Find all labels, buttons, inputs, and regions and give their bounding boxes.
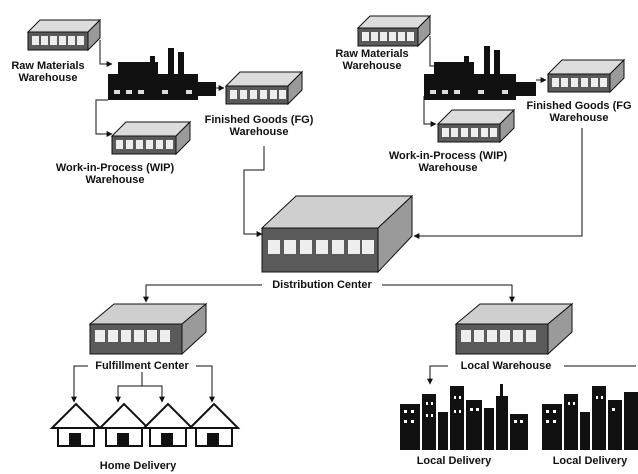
right-wip-warehouse	[436, 108, 516, 144]
right-raw-materials-label: Raw Materials Warehouse	[330, 48, 414, 72]
left-fg-label: Finished Goods (FG) Warehouse	[194, 114, 324, 138]
local-warehouse-building	[454, 302, 574, 356]
local-delivery-left-label: Local Delivery	[416, 455, 492, 467]
city-skyline-left	[400, 384, 528, 450]
right-wip-line-2: Warehouse	[418, 162, 478, 174]
left-raw-materials-line-1: Raw Materials	[11, 60, 85, 72]
left-fg-warehouse	[224, 70, 304, 106]
right-raw-materials-line-1: Raw Materials	[335, 48, 409, 60]
left-wip-line-1: Work-in-Process (WIP)	[55, 162, 175, 174]
right-fg-warehouse	[546, 58, 626, 94]
local-delivery-right-label: Local Delivery	[552, 455, 628, 467]
left-raw-materials-warehouse	[26, 18, 102, 52]
house-4	[187, 402, 241, 447]
local-warehouse-connectors	[427, 365, 636, 385]
right-fg-label: Finished Goods (FG Warehouse	[520, 100, 638, 124]
right-fg-line-1: Finished Goods (FG	[526, 100, 632, 112]
left-fg-line-1: Finished Goods (FG)	[204, 114, 314, 126]
house-2	[97, 402, 151, 447]
house-1	[49, 402, 103, 447]
house-3	[141, 402, 195, 447]
fulfillment-center-label: Fulfillment Center	[88, 360, 196, 372]
left-raw-materials-label: Raw Materials Warehouse	[8, 60, 88, 84]
right-fg-line-2: Warehouse	[549, 112, 609, 124]
left-wip-label: Work-in-Process (WIP) Warehouse	[34, 162, 196, 186]
distribution-center-building	[260, 194, 414, 274]
left-wip-warehouse	[110, 120, 192, 156]
home-delivery-label: Home Delivery	[99, 460, 177, 472]
distribution-center-label: Distribution Center	[262, 279, 382, 291]
left-factory	[108, 48, 216, 100]
right-plant-connectors	[413, 36, 583, 239]
right-wip-line-1: Work-in-Process (WIP)	[388, 150, 508, 162]
fulfillment-connectors	[71, 365, 215, 403]
left-plant-connectors	[95, 40, 265, 237]
fulfillment-center-building	[88, 302, 208, 356]
left-wip-line-2: Warehouse	[85, 174, 145, 186]
left-fg-line-2: Warehouse	[229, 126, 289, 138]
right-factory	[424, 46, 536, 100]
left-raw-materials-line-2: Warehouse	[18, 72, 78, 84]
distribution-connectors	[143, 284, 515, 303]
right-raw-materials-line-2: Warehouse	[342, 60, 402, 72]
city-skyline-right	[542, 386, 638, 450]
local-warehouse-label: Local Warehouse	[448, 360, 564, 372]
right-wip-label: Work-in-Process (WIP) Warehouse	[368, 150, 528, 174]
right-raw-materials-warehouse	[356, 14, 432, 48]
